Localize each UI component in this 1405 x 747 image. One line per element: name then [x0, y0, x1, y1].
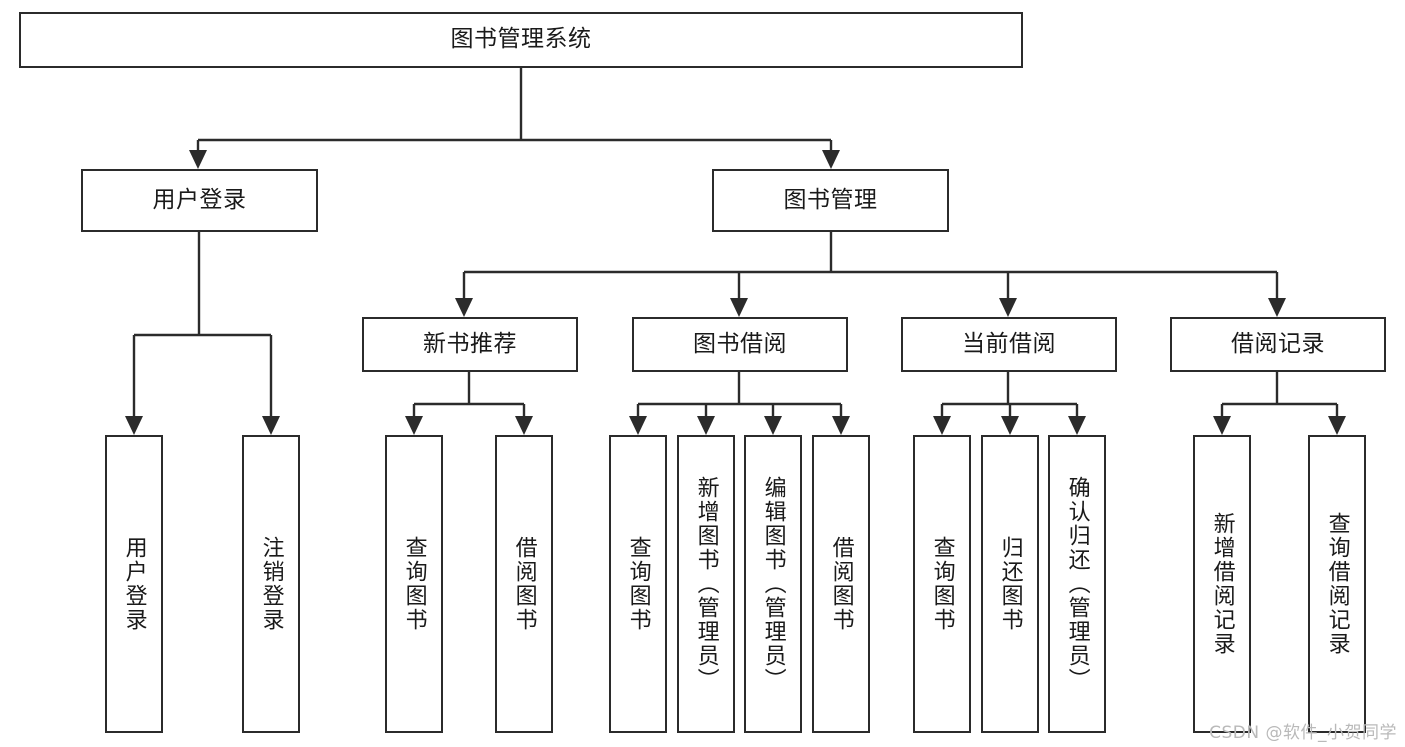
- node-leaf-query-book-borrow[interactable]: 查询图书: [609, 435, 667, 733]
- node-label: 图书管理: [783, 186, 878, 213]
- node-leaf-confirm-return-admin[interactable]: 确认归还（管理员）: [1048, 435, 1106, 733]
- node-label: 借阅图书: [828, 536, 854, 632]
- node-label: 图书借阅: [693, 330, 787, 357]
- node-leaf-borrow-book[interactable]: 借阅图书: [812, 435, 870, 733]
- node-label: 图书管理系统: [450, 26, 592, 53]
- node-label: 当前借阅: [962, 330, 1056, 357]
- node-label: 确认归还（管理员）: [1064, 476, 1090, 692]
- node-book-management[interactable]: 图书管理: [712, 169, 949, 232]
- node-root-book-management-system[interactable]: 图书管理系统: [19, 12, 1023, 68]
- node-leaf-query-book-recommend[interactable]: 查询图书: [385, 435, 443, 733]
- node-new-book-recommend[interactable]: 新书推荐: [362, 317, 578, 372]
- node-leaf-add-book-admin[interactable]: 新增图书（管理员）: [677, 435, 735, 733]
- node-label: 编辑图书（管理员）: [760, 476, 786, 692]
- node-label: 查询图书: [929, 536, 955, 632]
- node-label: 注销登录: [258, 536, 284, 632]
- node-label: 用户登录: [121, 536, 147, 632]
- node-leaf-user-login[interactable]: 用户登录: [105, 435, 163, 733]
- node-label: 新增借阅记录: [1209, 512, 1235, 656]
- node-leaf-query-borrow-record[interactable]: 查询借阅记录: [1308, 435, 1366, 733]
- node-leaf-query-book-current[interactable]: 查询图书: [913, 435, 971, 733]
- node-user-login[interactable]: 用户登录: [81, 169, 318, 232]
- node-leaf-logout[interactable]: 注销登录: [242, 435, 300, 733]
- node-label: 查询图书: [625, 536, 651, 632]
- node-book-borrow[interactable]: 图书借阅: [632, 317, 848, 372]
- node-label: 新书推荐: [423, 330, 517, 357]
- node-label: 借阅记录: [1231, 330, 1325, 357]
- node-current-borrow[interactable]: 当前借阅: [901, 317, 1117, 372]
- watermark-text: CSDN @软件_小贺同学: [1209, 723, 1397, 743]
- node-label: 查询借阅记录: [1324, 512, 1350, 656]
- node-label: 用户登录: [152, 186, 247, 213]
- node-label: 归还图书: [997, 536, 1023, 632]
- node-borrow-record[interactable]: 借阅记录: [1170, 317, 1386, 372]
- node-leaf-edit-book-admin[interactable]: 编辑图书（管理员）: [744, 435, 802, 733]
- node-leaf-return-book[interactable]: 归还图书: [981, 435, 1039, 733]
- node-label: 借阅图书: [511, 536, 537, 632]
- node-leaf-borrow-book-recommend[interactable]: 借阅图书: [495, 435, 553, 733]
- node-leaf-add-borrow-record[interactable]: 新增借阅记录: [1193, 435, 1251, 733]
- node-label: 新增图书（管理员）: [693, 476, 719, 692]
- node-label: 查询图书: [401, 536, 427, 632]
